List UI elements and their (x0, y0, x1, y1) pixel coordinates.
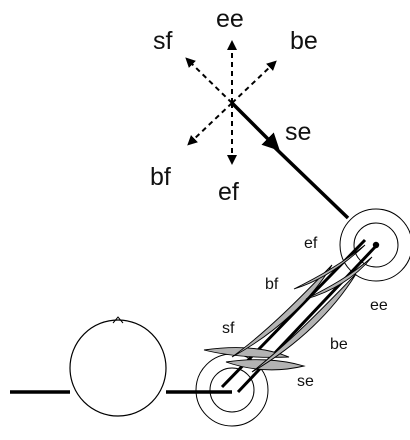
direction-label-sf: sf (153, 27, 173, 55)
muscle-label-ee: ee (370, 297, 388, 314)
direction-label-se: se (285, 118, 311, 146)
muscle-label-se: se (297, 373, 314, 390)
direction-arrow-be (231, 60, 277, 104)
direction-label-bf: bf (150, 163, 171, 191)
direction-arrow-bf (187, 102, 233, 146)
force-direction-star: ee sf be se bf ef (150, 5, 318, 206)
nose-mark (112, 316, 124, 324)
muscle-label-ef: ef (304, 235, 318, 252)
muscles (203, 244, 373, 373)
muscle-be (251, 273, 357, 373)
direction-arrow-se (230, 101, 280, 151)
muscle-label-bf: bf (265, 276, 279, 293)
hand-outer-circle (339, 208, 410, 282)
hand-inner-circle (353, 222, 399, 268)
muscle-labels: ef bf ee sf be se (222, 235, 388, 390)
muscle-sf (203, 347, 290, 358)
arm-line-lower (236, 244, 378, 394)
direction-label-ef: ef (218, 178, 239, 206)
direction-label-ee: ee (216, 5, 244, 33)
muscle-label-sf: sf (222, 320, 235, 337)
hand-dot (372, 241, 380, 249)
direction-arrow-sf (185, 57, 233, 104)
arm-segment (220, 238, 380, 394)
head (69, 316, 167, 417)
muscle-se (225, 359, 306, 371)
force-vector-line (266, 139, 350, 220)
muscle-ef (293, 244, 366, 290)
shoulder-inner-circle (209, 367, 255, 413)
hand-joint (339, 208, 410, 282)
head-circle (69, 319, 167, 417)
muscle-label-be: be (330, 336, 348, 353)
muscle-bf (231, 264, 333, 358)
muscle-ee (305, 256, 373, 300)
direction-label-be: be (290, 27, 318, 55)
